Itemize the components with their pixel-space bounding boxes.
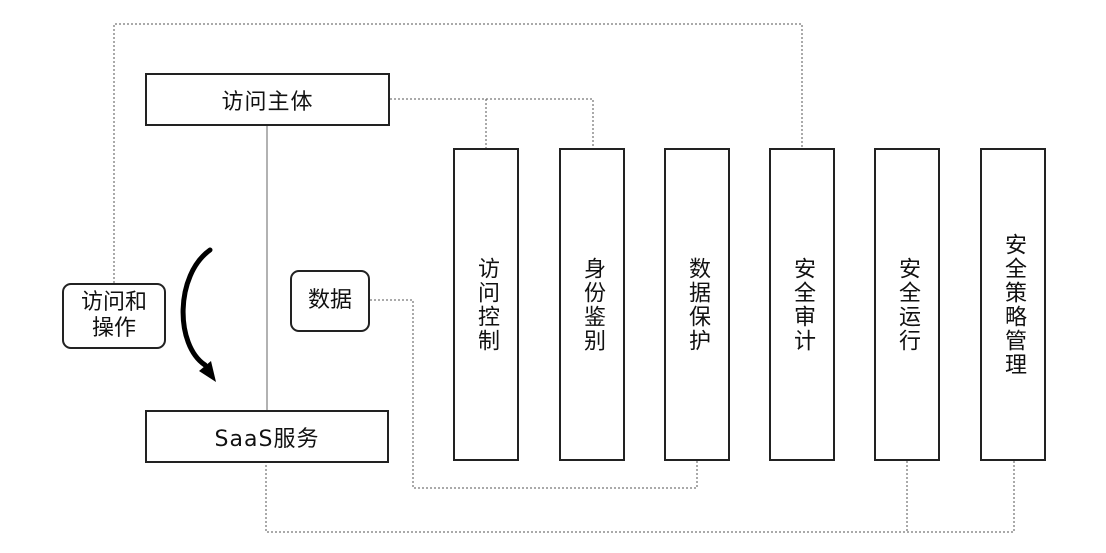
curved-arrow-icon <box>180 247 213 368</box>
dotted-connector-subject-controls <box>390 98 594 148</box>
pillar-access-control: 访问控制 <box>453 148 519 461</box>
pillar-access-control-label: 访问控制 <box>474 256 499 353</box>
dotted-connector-saas-operations <box>265 461 1015 533</box>
pillar-security-policy-mgmt: 安全策略管理 <box>980 148 1046 461</box>
curved-arrow-head-icon <box>199 361 216 382</box>
pillar-data-protection-label: 数据保护 <box>685 256 710 353</box>
pillar-security-operation: 安全运行 <box>874 148 940 461</box>
pillar-security-audit-label: 安全审计 <box>790 256 815 353</box>
dotted-connector-data-protection <box>370 299 698 489</box>
saas-service-label: SaaS服务 <box>214 426 320 452</box>
access-subject-label: 访问主体 <box>221 89 314 115</box>
dotted-connector-ops-audit <box>113 23 803 283</box>
access-operations-label: 访问和 操作 <box>80 290 147 341</box>
access-subject-box: 访问主体 <box>145 73 390 126</box>
data-box: 数据 <box>290 270 370 332</box>
data-label: 数据 <box>307 288 352 313</box>
pillar-security-policy-mgmt-label: 安全策略管理 <box>1001 232 1026 377</box>
pillar-data-protection: 数据保护 <box>664 148 730 461</box>
pillar-identity-auth: 身份鉴别 <box>559 148 625 461</box>
pillar-identity-auth-label: 身份鉴别 <box>580 256 605 353</box>
saas-service-box: SaaS服务 <box>145 410 389 463</box>
pillar-security-operation-label: 安全运行 <box>895 256 920 353</box>
access-operations-box: 访问和 操作 <box>62 283 166 349</box>
pillar-security-audit: 安全审计 <box>769 148 835 461</box>
